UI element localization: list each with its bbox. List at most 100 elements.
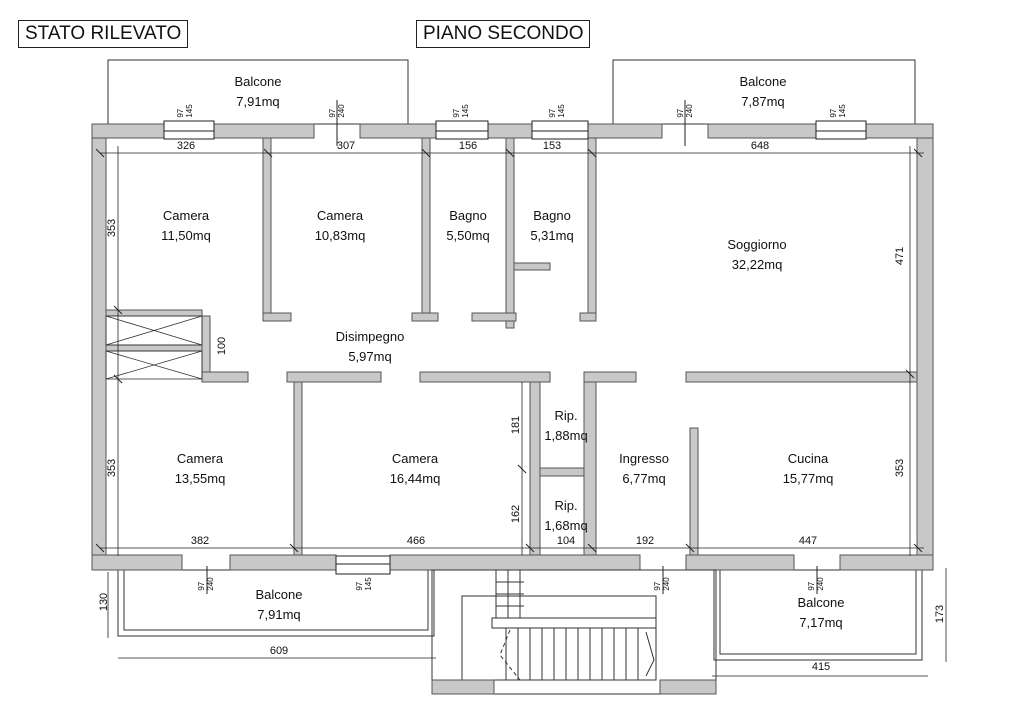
window-height: 240 bbox=[337, 104, 346, 118]
room-label-balcone-bottom-right: Balcone 7,17mq bbox=[798, 593, 845, 633]
stair-base bbox=[431, 679, 717, 695]
room-area: 7,91mq bbox=[257, 607, 301, 622]
room-area: 16,44mq bbox=[389, 471, 441, 486]
room-name: Cucina bbox=[787, 451, 829, 466]
header-right-title: PIANO SECONDO bbox=[416, 20, 591, 48]
window-width: 97 bbox=[328, 108, 337, 118]
window-width: 97 bbox=[829, 108, 838, 118]
room-name: Ingresso bbox=[619, 451, 669, 466]
room-name: Soggiorno bbox=[727, 237, 787, 252]
room-area: 7,17mq bbox=[799, 615, 843, 630]
window-width: 97 bbox=[452, 108, 461, 118]
room-name: Balcone bbox=[739, 74, 787, 89]
dimension-192: 192 bbox=[635, 535, 655, 547]
room-area: 10,83mq bbox=[314, 228, 366, 243]
dimension-153: 153 bbox=[542, 140, 562, 152]
room-label-cucina: Cucina 15,77mq bbox=[783, 449, 834, 489]
room-area: 13,55mq bbox=[174, 471, 226, 486]
room-area: 1,68mq bbox=[544, 518, 588, 533]
door-marks bbox=[206, 100, 818, 594]
outer-walls bbox=[91, 123, 934, 571]
window-width: 97 bbox=[548, 108, 557, 118]
room-name: Balcone bbox=[797, 595, 845, 610]
window-height: 145 bbox=[838, 104, 847, 118]
dimension-104: 104 bbox=[556, 535, 576, 547]
window-height: 240 bbox=[662, 577, 671, 591]
room-name: Disimpegno bbox=[335, 329, 405, 344]
room-label-camera-1: Camera 11,50mq bbox=[161, 206, 211, 246]
window-width: 97 bbox=[653, 581, 662, 591]
dimension-353-right: 353 bbox=[894, 458, 906, 478]
dimension-353-left-bottom: 353 bbox=[106, 458, 118, 478]
room-name: Rip. bbox=[554, 408, 578, 423]
dimension-156: 156 bbox=[458, 140, 478, 152]
room-name: Camera bbox=[162, 208, 210, 223]
window-height: 145 bbox=[557, 104, 566, 118]
room-name: Bagno bbox=[449, 208, 487, 223]
window-height: 145 bbox=[185, 104, 194, 118]
dimension-609: 609 bbox=[269, 645, 289, 657]
room-area: 1,88mq bbox=[544, 428, 588, 443]
window-frames bbox=[163, 120, 867, 575]
room-area: 15,77mq bbox=[782, 471, 834, 486]
room-name: Bagno bbox=[533, 208, 571, 223]
room-label-balcone-top-right: Balcone 7,87mq bbox=[740, 72, 787, 112]
window-height: 145 bbox=[364, 577, 373, 591]
room-label-camera-4: Camera 16,44mq bbox=[390, 449, 441, 489]
dimension-307: 307 bbox=[336, 140, 356, 152]
room-area: 11,50mq bbox=[161, 228, 211, 243]
dimension-173: 173 bbox=[934, 604, 946, 624]
room-label-disimpegno: Disimpegno 5,97mq bbox=[336, 327, 405, 367]
dimension-648: 648 bbox=[750, 140, 770, 152]
room-name: Camera bbox=[391, 451, 439, 466]
room-label-balcone-top-left: Balcone 7,91mq bbox=[235, 72, 282, 112]
dimension-100: 100 bbox=[216, 336, 228, 356]
window-height: 240 bbox=[206, 577, 215, 591]
window-height: 240 bbox=[816, 577, 825, 591]
dimension-466: 466 bbox=[406, 535, 426, 547]
window-width: 97 bbox=[176, 108, 185, 118]
dimension-130: 130 bbox=[98, 592, 110, 612]
dimension-lines bbox=[100, 146, 947, 677]
dimension-447: 447 bbox=[798, 535, 818, 547]
window-height: 240 bbox=[685, 104, 694, 118]
room-label-rip-1: Rip. 1,88mq bbox=[544, 406, 587, 446]
dimension-162: 162 bbox=[510, 504, 522, 524]
room-area: 7,87mq bbox=[741, 94, 785, 109]
room-name: Balcone bbox=[234, 74, 282, 89]
dimension-ticks bbox=[95, 148, 923, 553]
dimension-353-left-top: 353 bbox=[106, 218, 118, 238]
room-label-ingresso: Ingresso 6,77mq bbox=[619, 449, 669, 489]
room-name: Camera bbox=[316, 208, 364, 223]
window-height: 145 bbox=[461, 104, 470, 118]
room-area: 6,77mq bbox=[622, 471, 666, 486]
window-width: 97 bbox=[355, 581, 364, 591]
stair bbox=[431, 569, 717, 695]
shafts bbox=[105, 315, 203, 380]
room-label-camera-2: Camera 10,83mq bbox=[315, 206, 366, 246]
header-left-title: STATO RILEVATO bbox=[18, 20, 189, 48]
room-name: Rip. bbox=[554, 498, 578, 513]
dimension-415: 415 bbox=[811, 661, 831, 673]
room-area: 5,31mq bbox=[530, 228, 574, 243]
window-width: 97 bbox=[807, 581, 816, 591]
dimension-382: 382 bbox=[190, 535, 210, 547]
room-area: 7,91mq bbox=[236, 94, 280, 109]
dimension-181: 181 bbox=[510, 415, 522, 435]
room-area: 5,97mq bbox=[348, 349, 392, 364]
